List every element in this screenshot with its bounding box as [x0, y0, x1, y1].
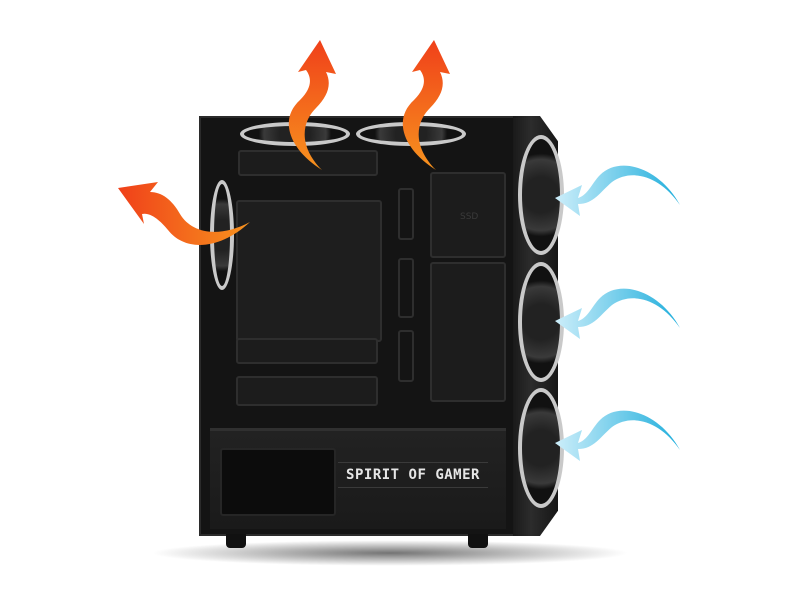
- brand-logo: SPIRIT OF GAMER: [338, 462, 488, 488]
- expansion-slot-1: [236, 338, 378, 364]
- expansion-slot-2: [236, 376, 378, 406]
- cable-channel-2: [398, 258, 414, 318]
- exhaust-arrow-top-left-icon: [288, 40, 336, 170]
- intake-arrow-bottom-icon: [555, 410, 680, 461]
- intake-arrow-middle-icon: [555, 288, 680, 339]
- cable-channel-3: [398, 330, 414, 382]
- cable-channel-1: [398, 188, 414, 240]
- case-foot-left: [226, 534, 246, 548]
- exhaust-arrow-top-right-icon: [402, 40, 450, 170]
- front-fan-bottom: [518, 388, 564, 508]
- lower-bay: [430, 262, 506, 402]
- psu-window: [220, 448, 336, 516]
- ssd-label: SSD: [460, 212, 479, 222]
- case-foot-right: [468, 534, 488, 548]
- intake-arrow-top-icon: [555, 165, 680, 216]
- exhaust-arrow-rear-icon: [118, 182, 250, 245]
- ssd-bay: SSD: [430, 172, 506, 258]
